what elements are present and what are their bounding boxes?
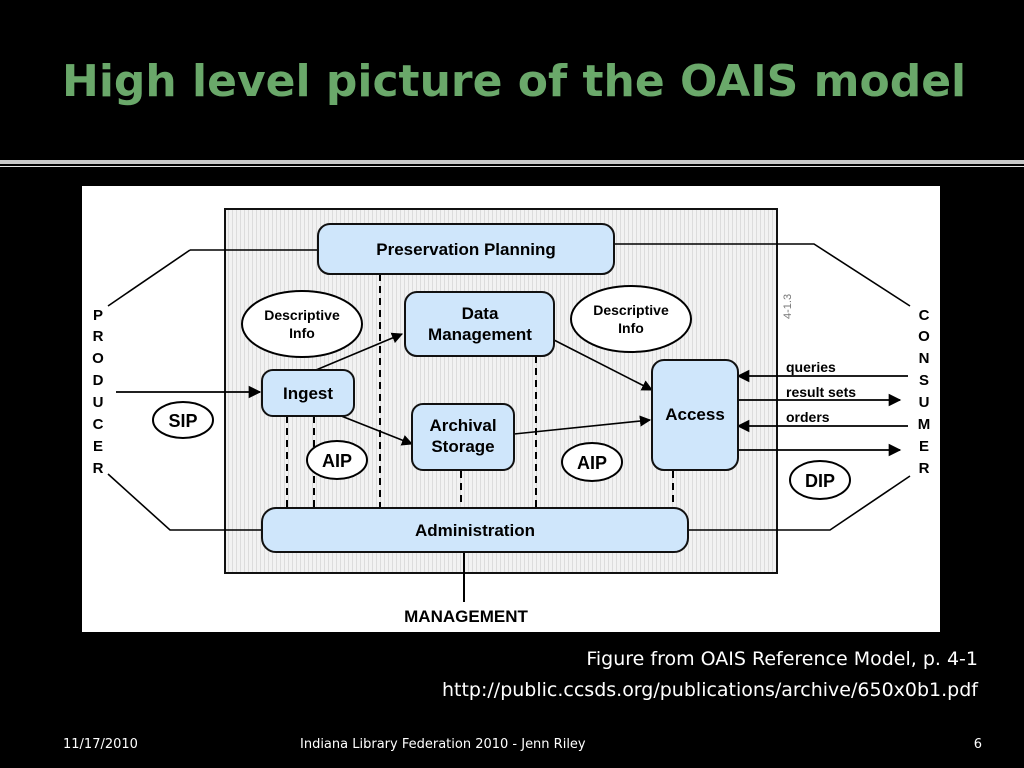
data-management-line2: Management xyxy=(428,325,532,344)
administration-box xyxy=(261,507,689,553)
consumer-letter: M xyxy=(918,416,931,433)
data-management-box xyxy=(404,291,555,357)
descriptive-info-left-ellipse xyxy=(241,290,363,358)
archival-storage-line1: Archival xyxy=(429,416,496,435)
dip-ellipse xyxy=(789,460,851,500)
result-sets-label: result sets xyxy=(786,384,856,400)
producer-letter: O xyxy=(92,350,104,367)
ingest-box xyxy=(261,369,355,417)
ingest-label: Ingest xyxy=(283,384,333,403)
aip-right-label: AIP xyxy=(577,453,607,473)
consumer-letter: S xyxy=(919,372,929,389)
side-page-mark: 4-1.3 xyxy=(782,294,794,319)
queries-label: queries xyxy=(786,359,836,375)
page-number: 6 xyxy=(973,737,982,752)
dashed-connectors xyxy=(286,274,674,508)
caption-source: Figure from OAIS Reference Model, p. 4-1 xyxy=(586,648,978,670)
administration-label: Administration xyxy=(415,521,535,540)
sip-label: SIP xyxy=(168,411,197,431)
producer-letter: C xyxy=(93,416,104,433)
access-box xyxy=(651,359,739,471)
producer-letter: P xyxy=(93,307,103,324)
title-divider xyxy=(0,160,1024,164)
footer-presenter: Indiana Library Federation 2010 - Jenn R… xyxy=(300,737,586,752)
footer-date: 11/17/2010 xyxy=(63,737,138,752)
access-label: Access xyxy=(665,405,725,424)
oais-diagram: Preservation Planning Descriptive Info D… xyxy=(80,184,942,634)
figure-caption: Figure from OAIS Reference Model, p. 4-1… xyxy=(442,644,978,706)
producer-letter: D xyxy=(93,372,104,389)
preservation-planning-box xyxy=(317,223,615,275)
descriptive-info-right-ellipse xyxy=(570,285,692,353)
descriptive-info-left-line2: Info xyxy=(289,325,315,341)
consumer-arrows xyxy=(736,369,908,457)
descriptive-info-right-line2: Info xyxy=(618,320,644,336)
consumer-letter: O xyxy=(918,328,930,345)
consumer-letter: N xyxy=(919,350,930,367)
orders-label: orders xyxy=(786,409,830,425)
aip-left-ellipse xyxy=(306,440,368,480)
consumer-letter: E xyxy=(919,438,929,455)
dip-label: DIP xyxy=(805,471,835,491)
aip-right-ellipse xyxy=(561,442,623,482)
preservation-planning-label: Preservation Planning xyxy=(376,240,556,259)
consumer-letter: U xyxy=(919,394,930,411)
archival-storage-box xyxy=(411,403,515,471)
consumer-connectors xyxy=(614,243,911,531)
consumer-letter: C xyxy=(919,307,930,324)
archival-storage-line2: Storage xyxy=(431,437,494,456)
management-label: MANAGEMENT xyxy=(404,607,528,626)
aip-left-label: AIP xyxy=(322,451,352,471)
slide-title: High level picture of the OAIS model xyxy=(62,56,967,107)
consumer-letter: R xyxy=(919,460,930,477)
caption-url[interactable]: http://public.ccsds.org/publications/arc… xyxy=(441,679,978,701)
consumer-label: C O N S U M E R xyxy=(918,307,931,477)
producer-letter: E xyxy=(93,438,103,455)
sip-ellipse xyxy=(152,401,214,439)
producer-letter: U xyxy=(93,394,104,411)
data-management-line1: Data xyxy=(462,304,499,323)
descriptive-info-left-line1: Descriptive xyxy=(264,307,340,323)
descriptive-info-right-line1: Descriptive xyxy=(593,302,669,318)
producer-letter: R xyxy=(93,460,104,477)
producer-connectors xyxy=(107,249,320,531)
title-divider-thin xyxy=(0,166,1024,167)
producer-letter: R xyxy=(93,328,104,345)
producer-label: P R O D U C E R xyxy=(92,307,104,477)
title-bar: High level picture of the OAIS model xyxy=(0,0,1024,160)
